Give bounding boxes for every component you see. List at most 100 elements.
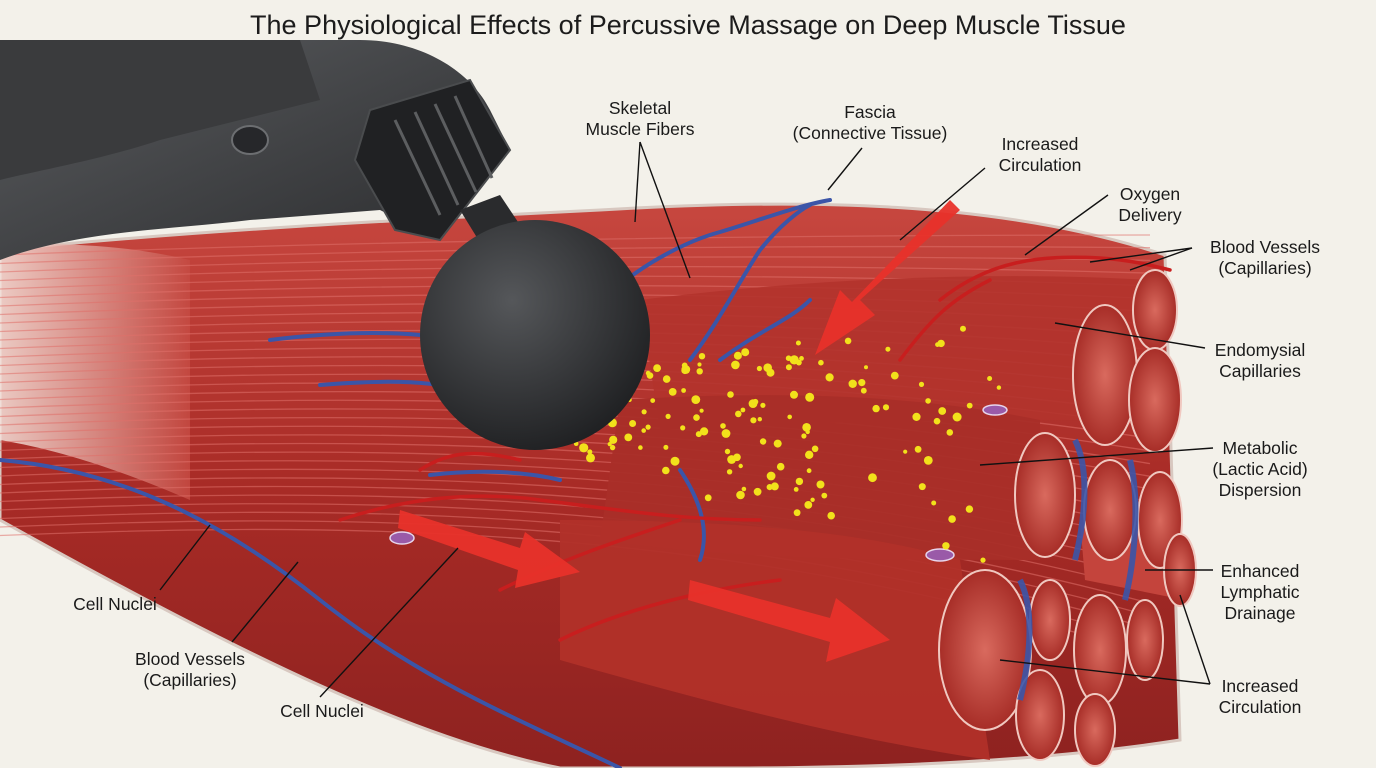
- metabolite-particle: [802, 423, 811, 432]
- label-oxygen-delivery: Oxygen Delivery: [1118, 184, 1182, 225]
- label-enhanced-lymphatic-drainage: Enhanced Lymphatic Drainage: [1220, 561, 1300, 623]
- metabolite-particle: [868, 473, 877, 483]
- metabolite-particle: [931, 500, 937, 506]
- label-blood-vessels-left: Blood Vessels (Capillaries): [135, 649, 245, 690]
- metabolite-particle: [681, 366, 689, 375]
- metabolite-particle: [609, 444, 616, 451]
- metabolite-particle: [733, 453, 741, 462]
- metabolite-particle: [914, 445, 922, 453]
- circulation-arrow-left: [398, 510, 580, 588]
- metabolite-particle: [946, 429, 954, 436]
- label-increased-circulation-top: Increased Circulation: [998, 134, 1082, 175]
- metabolite-particle: [665, 413, 671, 419]
- circulation-arrow-top: [815, 200, 960, 355]
- metabolite-particle: [726, 469, 733, 475]
- metabolite-particle: [736, 490, 745, 500]
- metabolite-particle: [704, 494, 712, 502]
- metabolite-particle: [785, 364, 792, 371]
- metabolite-particle: [750, 417, 757, 424]
- metabolite-particle: [810, 497, 815, 502]
- diagram-title: The Physiological Effects of Percussive …: [250, 10, 1126, 40]
- metabolite-particle: [806, 468, 812, 474]
- metabolite-particle: [681, 362, 688, 369]
- metabolite-particle: [641, 428, 646, 433]
- metabolite-particle: [641, 409, 647, 415]
- metabolite-particle: [720, 423, 726, 429]
- metabolite-particle: [693, 414, 700, 421]
- metabolite-particle: [638, 445, 643, 450]
- metabolite-particle: [827, 511, 835, 520]
- metabolite-particle: [790, 390, 798, 399]
- metabolite-particle: [691, 395, 701, 404]
- metabolite-particle: [890, 371, 899, 380]
- metabolite-particle: [816, 480, 825, 489]
- metabolite-particle: [903, 449, 908, 454]
- metabolite-particle: [587, 449, 593, 455]
- metabolite-particle: [759, 438, 767, 445]
- metabolite-particle: [662, 375, 671, 383]
- metabolite-particle: [645, 424, 651, 430]
- label-metabolic-dispersion: Metabolic (Lactic Acid) Dispersion: [1212, 438, 1308, 500]
- metabolite-particle: [787, 414, 792, 420]
- metabolite-particle: [724, 448, 731, 455]
- metabolite-particle: [864, 365, 868, 370]
- metabolite-particle: [960, 325, 966, 332]
- metabolite-particle: [741, 486, 747, 492]
- metabolite-particle: [727, 391, 734, 398]
- metabolite-particle: [860, 387, 867, 394]
- label-increased-circulation-bottom: Increased Circulation: [1218, 676, 1302, 717]
- metabolite-particle: [579, 443, 589, 453]
- metabolite-particle: [668, 388, 677, 396]
- metabolite-particle: [757, 417, 762, 422]
- metabolite-particle: [811, 445, 819, 453]
- metabolite-particle: [670, 456, 680, 466]
- metabolite-particle: [795, 477, 804, 486]
- metabolite-particle: [763, 363, 772, 373]
- metabolite-particle: [645, 370, 651, 376]
- metabolite-particle: [980, 557, 986, 563]
- metabolite-particle: [663, 444, 669, 450]
- metabolite-particle: [731, 360, 740, 370]
- metabolite-particle: [696, 368, 703, 375]
- metabolite-particle: [918, 381, 925, 387]
- metabolite-particle: [805, 392, 815, 402]
- metabolite-particle: [776, 462, 785, 471]
- metabolite-particle: [795, 340, 801, 346]
- metabolite-particle: [948, 515, 956, 523]
- metabolite-particle: [756, 365, 763, 372]
- flow-arrows: [398, 200, 960, 662]
- cross-sections: [938, 269, 1197, 767]
- metabolite-particle: [793, 509, 801, 517]
- metabolite-particle: [858, 379, 866, 387]
- metabolite-particle: [697, 362, 702, 367]
- label-cell-nuclei-left: Cell Nuclei: [73, 594, 157, 614]
- label-blood-vessels-right: Blood Vessels (Capillaries): [1210, 237, 1320, 278]
- metabolite-particle: [872, 404, 880, 413]
- metabolite-particle: [925, 398, 931, 404]
- cell-nuclei: [389, 404, 1008, 562]
- metabolite-particle: [804, 501, 813, 509]
- massage-gun: [0, 40, 650, 450]
- metabolite-particle: [770, 482, 779, 491]
- metabolite-particle: [937, 339, 945, 348]
- metabolite-particle: [760, 402, 766, 408]
- metabolite-particle: [825, 373, 834, 382]
- metabolite-particle: [624, 433, 633, 442]
- label-fascia: Fascia (Connective Tissue): [792, 102, 948, 143]
- metabolite-particle: [681, 388, 686, 393]
- metabolite-particle: [735, 410, 742, 418]
- metabolite-particle: [700, 427, 709, 436]
- metabolite-particle: [996, 385, 1002, 390]
- circulation-arrow-bottom: [688, 580, 890, 662]
- metabolite-particle: [680, 425, 686, 431]
- metabolite-particle: [650, 398, 656, 403]
- label-cell-nuclei-center: Cell Nuclei: [280, 701, 364, 721]
- metabolite-particle: [805, 450, 814, 459]
- metabolite-particle: [987, 376, 993, 381]
- metabolite-particle: [801, 433, 807, 439]
- metabolite-particle: [738, 463, 743, 469]
- metabolite-particle: [796, 359, 802, 366]
- metabolite-particle: [773, 439, 782, 448]
- metabolite-particle: [766, 471, 776, 481]
